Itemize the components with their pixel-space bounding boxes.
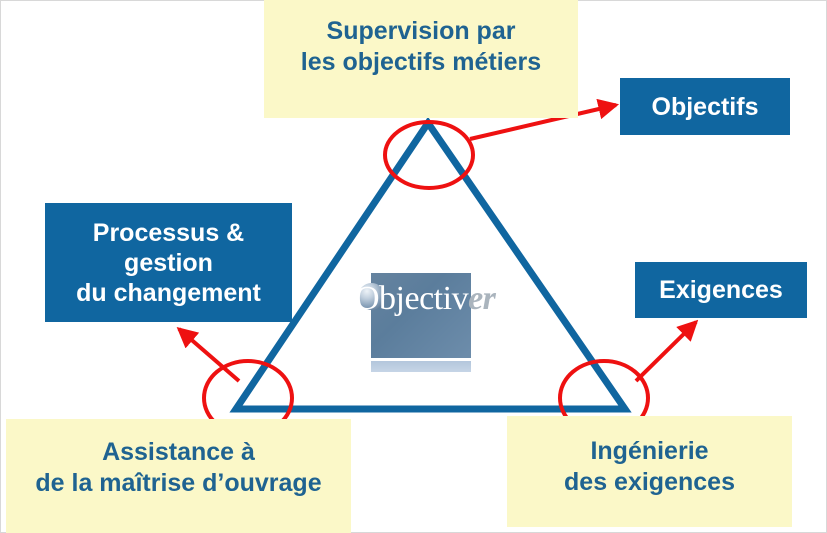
note-bottom-right-line-1: Ingénierie	[590, 437, 709, 465]
note-supervision-objectifs-metiers: Supervision par les objectifs métiers	[264, 0, 578, 118]
label-box-processus-line-3: du changement	[76, 278, 261, 307]
objectiver-logo: Objectiver	[355, 273, 496, 373]
note-top-line-1: Supervision par	[326, 17, 516, 45]
arrow-bottom-left-to-processus-icon	[176, 326, 241, 383]
label-box-objectifs: Objectifs	[620, 78, 790, 135]
logo-wordmark-tail: er	[468, 280, 496, 317]
note-bottom-right-line-2: des exigences	[564, 467, 735, 496]
note-assistance-maitrise-ouvrage: Assistance à de la maîtrise d’ouvrage	[6, 419, 351, 533]
note-ingenierie-des-exigences: Ingénierie des exigences	[507, 416, 792, 527]
vertex-highlight-apex-icon	[383, 120, 475, 190]
label-box-processus-line-1: Processus &	[92, 218, 245, 247]
label-box-objectifs-line-1: Objectifs	[651, 92, 759, 121]
arrow-bottom-right-to-exigences-icon	[634, 319, 699, 383]
label-box-processus-gestion-changement: Processus & gestion du changement	[45, 203, 292, 322]
label-box-exigences: Exigences	[635, 262, 807, 318]
logo-wordmark-main: Objectiv	[355, 280, 469, 317]
note-bottom-left-line-1: Assistance à	[102, 438, 255, 466]
logo-sphere-icon	[358, 283, 385, 310]
note-top-line-2: les objectifs métiers	[300, 47, 542, 76]
label-box-processus-line-2: gestion	[124, 248, 213, 277]
logo-wordmark: Objectiver	[355, 280, 496, 318]
logo-square-shape	[371, 273, 471, 358]
logo-base-bar-shape	[371, 361, 471, 372]
label-box-exigences-line-1: Exigences	[659, 276, 783, 304]
note-bottom-left-line-2: de la maîtrise d’ouvrage	[35, 468, 322, 497]
